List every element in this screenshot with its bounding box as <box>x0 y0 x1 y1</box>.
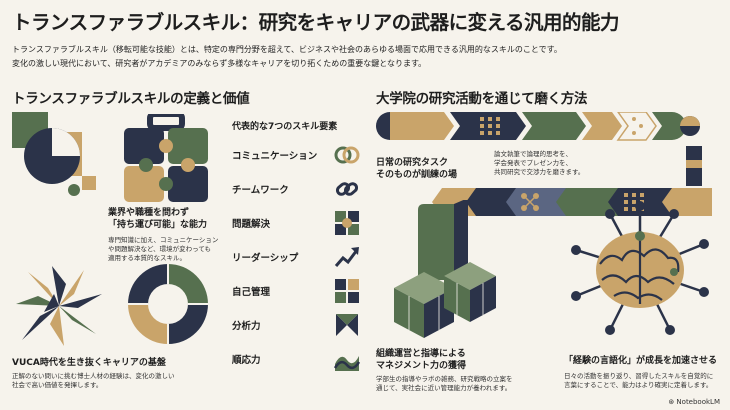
daily-tasks-heading: 日常の研究タスク そのものが訓練の場 <box>376 158 458 180</box>
vuca-body: 正解のない問いに挑む博士人材の経験は、変化の激しい 社会で高い価値を発揮します。 <box>12 372 175 390</box>
rings-icon <box>334 146 360 164</box>
logo-icon: ⊛ <box>668 398 675 406</box>
brain-network-illustration <box>571 201 709 335</box>
notebooklm-logo: ⊛ NotebookLM <box>668 398 720 406</box>
puzzle-icon <box>335 211 359 235</box>
vuca-heading: VUCA時代を生き抜くキャリアの基盤 <box>12 358 166 368</box>
shattered-star-illustration <box>16 266 102 346</box>
grid-icon <box>335 279 359 303</box>
skill-self-management: 自己管理 <box>232 277 360 305</box>
isometric-blocks-illustration <box>394 200 496 338</box>
skill-teamwork: チームワーク <box>232 175 360 203</box>
left-section-title: トランスファラブルスキルの定義と価値 <box>12 91 250 107</box>
chain-icon <box>335 182 359 196</box>
skill-communication: コミュニケーション <box>232 141 360 169</box>
growth-arrow-icon <box>334 247 359 267</box>
skills-heading: 代表的な7つのスキル要素 <box>232 122 338 132</box>
wave-icon <box>334 356 360 371</box>
briefcase-puzzle-illustration <box>124 114 208 202</box>
segmented-ring-illustration <box>128 264 208 344</box>
portable-body: 専門知識に加え、コミュニケーション や問題解決など、環境が変わっても 適用する本… <box>108 236 219 263</box>
intro-line-2: 変化の激しい現代において、研究者がアカデミアのみならず多様なキャリアを切り拓くた… <box>12 59 427 68</box>
verbalize-body: 日々の活動を振り返り、習得したスキルを自覚的に 言葉にすることで、能力はより確実… <box>564 372 714 390</box>
verbalize-heading: 「経験の言語化」が成長を加速させる <box>564 356 718 366</box>
intro-line-1: トランスファラブルスキル（移転可能な技能）とは、特定の専門分野を超えて、ビジネス… <box>12 45 562 54</box>
right-section-title: 大学院の研究活動を通じて磨く方法 <box>376 91 588 107</box>
skill-problem-solving: 問題解決 <box>232 209 360 237</box>
management-heading: 組織運営と指導による マネジメント力の獲得 <box>376 349 467 371</box>
management-body: 学部生の指導やラボの雑務、研究戦略の立案を 通じて、実社会に近い管理能力が養われ… <box>376 375 513 393</box>
skill-analysis: 分析力 <box>232 311 360 339</box>
research-path-illustration <box>376 112 712 216</box>
circles-squares-illustration <box>12 112 96 196</box>
skill-leadership: リーダーシップ <box>232 243 360 271</box>
research-skills-body: 論文執筆で論理的思考を、 学会発表でプレゼン力を、 共同研究で交渉力を磨きます。 <box>494 150 585 177</box>
bowtie-icon <box>336 314 358 336</box>
skill-adaptability: 順応力 <box>232 345 360 373</box>
portable-heading: 業界や職種を問わず 「持ち運び可能」な能力 <box>108 208 208 230</box>
page-title: トランスファラブルスキル：研究をキャリアの武器に変える汎用的能力 <box>12 11 620 34</box>
